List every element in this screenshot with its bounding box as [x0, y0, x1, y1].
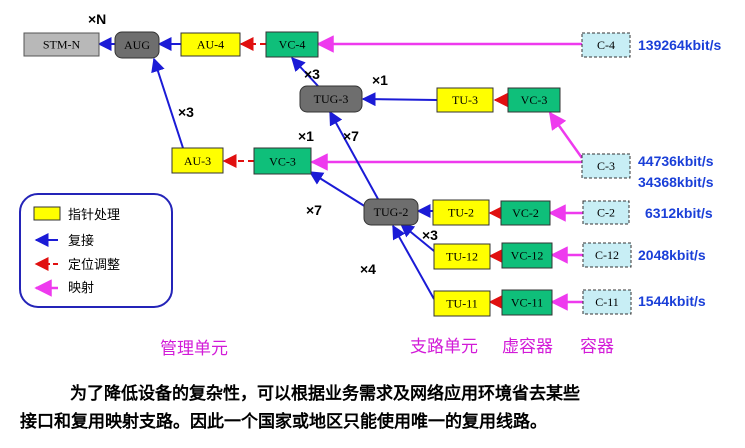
arrow-c3-vc3-top: [548, 111, 584, 159]
svg-text:TUG-3: TUG-3: [314, 92, 349, 106]
vc12-box: VC-12: [501, 242, 553, 269]
section-management-unit: 管理单元: [160, 339, 228, 359]
stm-n-box: STM-N: [23, 32, 100, 57]
multiplier-tug3-vc4: ×1: [298, 128, 314, 144]
vc2-box: VC-2: [500, 200, 551, 226]
c4-box: C-4: [581, 32, 631, 58]
arrow-tu3-tug3: [361, 92, 438, 107]
arrow-tug2-tug3: [329, 110, 379, 200]
rate-c3-a: 44736kbit/s: [638, 153, 714, 169]
multiplier-vc4-tug3: ×3: [304, 66, 320, 82]
svg-text:TUG-2: TUG-2: [374, 205, 409, 219]
svg-text:C-12: C-12: [595, 248, 619, 262]
caption-line-1: 为了降低设备的复杂性，可以根据业务需求及网络应用环境省去某些: [70, 384, 580, 404]
au4-box: AU-4: [180, 32, 241, 57]
tug3-box: TUG-3: [299, 85, 363, 113]
vc4-box: VC-4: [265, 31, 319, 58]
svg-text:C-3: C-3: [597, 159, 615, 173]
vc3-mid-box: VC-3: [253, 147, 312, 175]
svg-text:TU-3: TU-3: [452, 93, 478, 107]
arrow-tu12-tug2: [399, 223, 435, 252]
svg-text:C-4: C-4: [597, 38, 615, 52]
tu2-box: TU-2: [432, 199, 490, 226]
svg-text:TU-12: TU-12: [446, 250, 478, 264]
c12-box: C-12: [582, 242, 632, 268]
caption-line-2: 接口和复用映射支路。因此一个国家或地区只能使用唯一的复用线路。: [20, 412, 547, 432]
svg-text:AU-3: AU-3: [184, 154, 211, 168]
svg-text:VC-2: VC-2: [512, 206, 539, 220]
vc3-top-box: VC-3: [507, 87, 561, 113]
rate-c2: 6312kbit/s: [645, 205, 713, 221]
section-tributary-unit: 支路单元: [410, 337, 478, 357]
rate-c3-b: 34368kbit/s: [638, 174, 714, 190]
alignment-arrows: [222, 37, 508, 309]
mapping-arrows: [310, 35, 584, 311]
svg-text:VC-11: VC-11: [511, 296, 543, 310]
arrow-tu11-tug2: [392, 224, 435, 300]
rate-c11: 1544kbit/s: [638, 293, 706, 309]
multiplex-arrows: [97, 37, 438, 300]
multiplier-tu3-tug3: ×1: [372, 72, 388, 88]
tu11-box: TU-11: [433, 290, 491, 317]
multiplier-tu11-tug2: ×4: [360, 261, 376, 277]
svg-text:STM-N: STM-N: [43, 38, 81, 52]
svg-text:C-2: C-2: [597, 206, 615, 220]
svg-text:VC-12: VC-12: [511, 249, 544, 263]
rate-c12: 2048kbit/s: [638, 247, 706, 263]
multiplier-aug-au3: ×3: [178, 104, 194, 120]
arrow-tug2-vc3: [308, 171, 367, 208]
legend-multiplex-label: 复接: [68, 233, 94, 249]
svg-text:VC-3: VC-3: [269, 155, 296, 169]
svg-text:AUG: AUG: [124, 38, 150, 52]
vc11-box: VC-11: [501, 289, 553, 316]
svg-text:C-11: C-11: [595, 295, 619, 309]
svg-text:VC-3: VC-3: [521, 93, 548, 107]
svg-text:AU-4: AU-4: [197, 38, 224, 52]
aug-box: AUG: [114, 31, 160, 59]
caption: 为了降低设备的复杂性，可以根据业务需求及网络应用环境省去某些 接口和复用映射支路…: [0, 380, 745, 436]
multiplier-tug2-tug3: ×7: [343, 128, 359, 144]
legend-pointer-label: 指针处理: [68, 208, 120, 223]
tu12-box: TU-12: [433, 243, 491, 270]
tug2-box: TUG-2: [363, 198, 419, 226]
section-virtual-container: 虚容器: [502, 337, 553, 357]
svg-text:VC-4: VC-4: [279, 38, 306, 52]
c2-box: C-2: [582, 200, 630, 225]
legend-align-label: 定位调整: [68, 258, 120, 273]
svg-text:TU-11: TU-11: [446, 297, 478, 311]
sdh-multiplexing-diagram: STM-N AUG AU-4 VC-4 C-4 TUG-3 TU-3 VC-3 …: [19, 11, 721, 359]
section-container: 容器: [580, 337, 614, 357]
legend-pointer-swatch: [33, 206, 61, 221]
arrow-au3-aug: [151, 57, 184, 149]
rate-c4: 139264kbit/s: [638, 37, 721, 53]
c3-box: C-3: [581, 153, 631, 179]
au3-box: AU-3: [171, 147, 224, 174]
multiplier-n: ×N: [88, 11, 106, 27]
arrow-tug3-vc4: [291, 56, 319, 87]
tu3-box: TU-3: [436, 87, 494, 113]
legend-mapping-label: 映射: [68, 280, 94, 296]
svg-text:TU-2: TU-2: [448, 206, 474, 220]
c11-box: C-11: [582, 289, 632, 315]
legend: 指针处理 复接 定位调整 映射: [19, 193, 173, 308]
multiplier-tug2-vc3: ×7: [306, 202, 322, 218]
multiplier-tu12-tug2: ×3: [422, 227, 438, 243]
